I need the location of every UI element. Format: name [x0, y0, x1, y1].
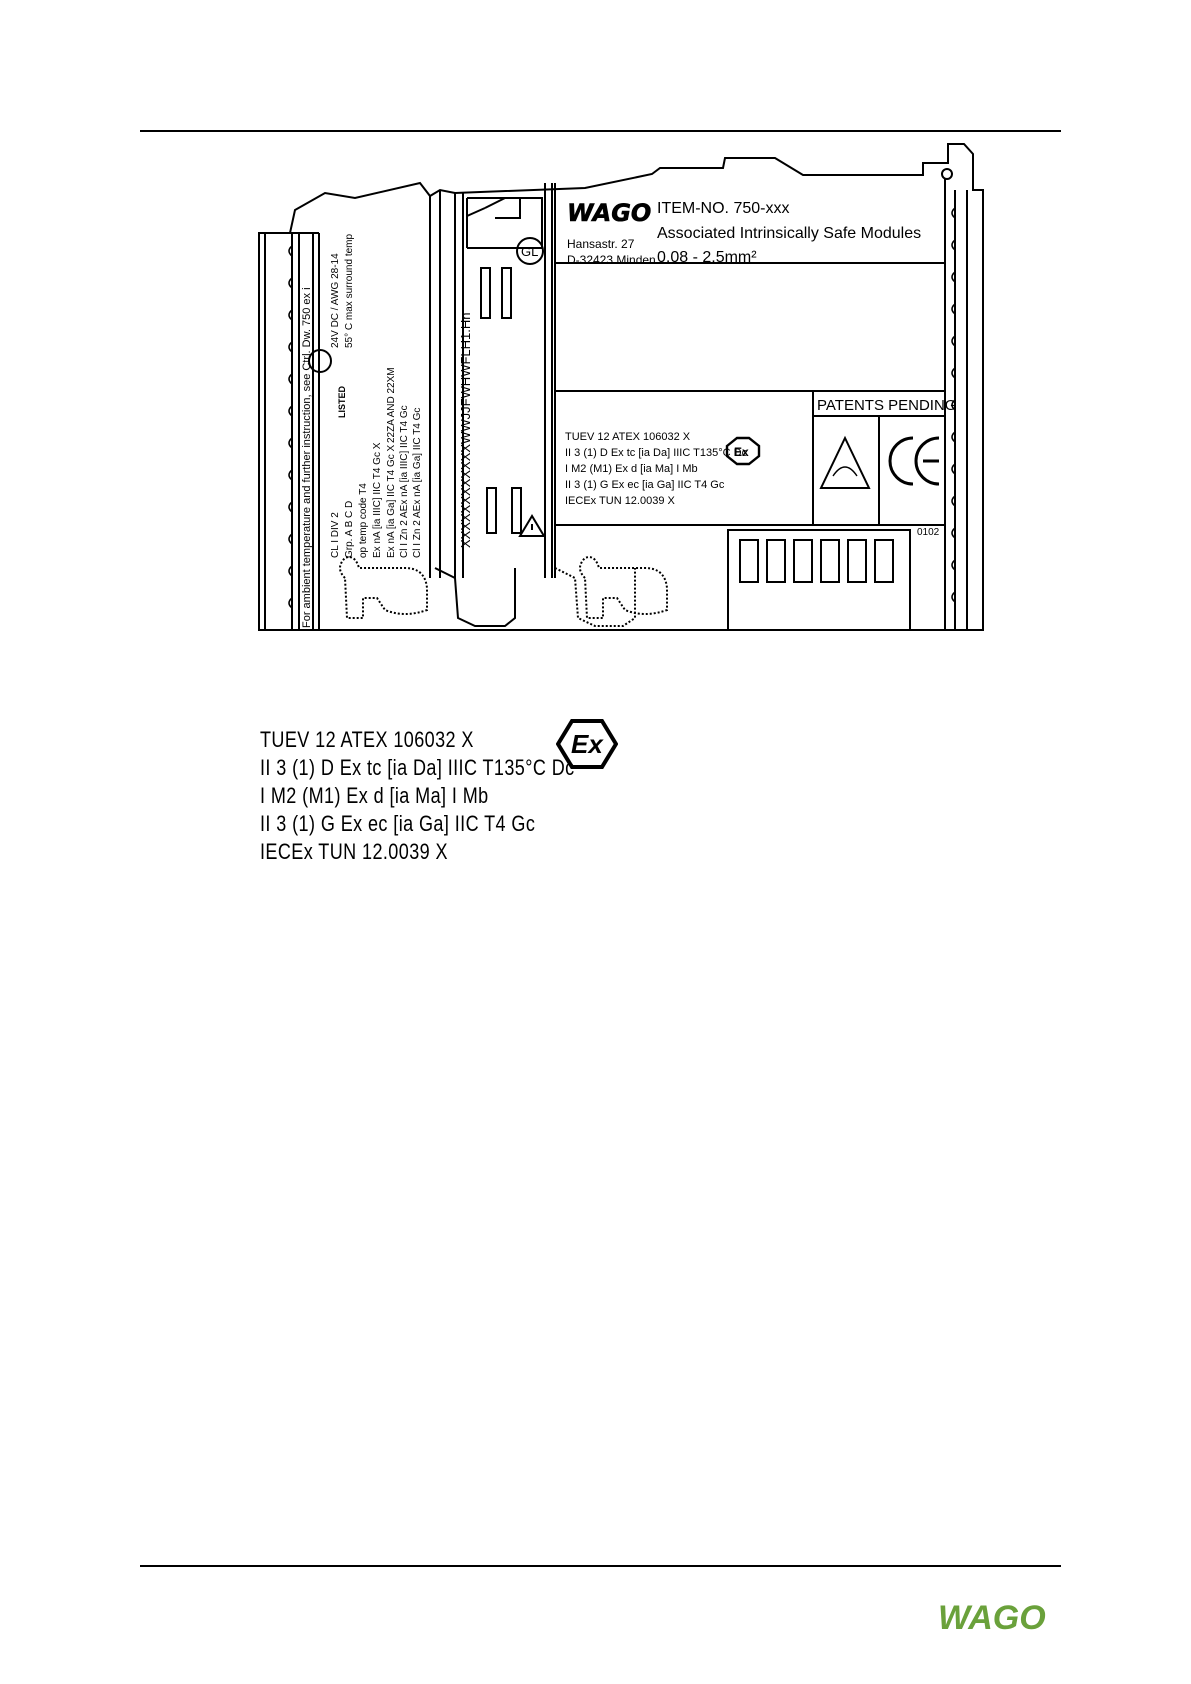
- ex-hexagon-icon: Ex: [556, 719, 618, 769]
- legend-line: I M2 (M1) Ex d [ia Ma] I Mb: [260, 783, 489, 808]
- label-approval-line: II 3 (1) D Ex tc [ia Da] IIIC T135°C Dc: [565, 447, 748, 459]
- label-item-no: ITEM-NO. 750-xxx: [657, 200, 789, 217]
- label-code-number: 0102: [917, 527, 940, 538]
- label-rating-line: 24V DC / AWG 28-14: [330, 253, 341, 348]
- module-label-drawing: WAGO ITEM-NO. 750-xxx Associated Intrins…: [258, 143, 984, 631]
- label-gl-mark: GL: [521, 244, 538, 259]
- label-approval-line: TUEV 12 ATEX 106032 X: [565, 431, 691, 443]
- label-wire-range: 0,08 - 2,5mm²: [657, 249, 757, 266]
- label-left-rotated-block: For ambient temperature and further inst…: [301, 234, 473, 628]
- label-ul-code: 22ZA AND 22XM: [386, 367, 397, 443]
- label-rating-line: 55° C max surround temp: [344, 234, 355, 348]
- label-left-line: Cl I Zn 2 AEx nA [ia IIIC] IIC T4 Gc: [399, 405, 410, 558]
- label-left-line: For ambient temperature and further inst…: [301, 287, 313, 628]
- label-left-line: Ex nA [ia Ga] IIC T4 Gc X: [386, 444, 397, 558]
- footer-rule: [140, 1565, 1061, 1567]
- label-ex-mark-small: Ex: [734, 445, 749, 459]
- label-left-line: Ex nA [ia IIIC] IIC T4 Gc X: [372, 442, 383, 558]
- legend-line: II 3 (1) G Ex ec [ia Ga] IIC T4 Gc: [260, 811, 536, 836]
- wago-logo-text: WAGO: [938, 1599, 1046, 1637]
- label-address-city: D-32423 Minden: [567, 253, 656, 267]
- legend-line: IECEx TUN 12.0039 X: [260, 839, 448, 864]
- approval-legend: TUEV 12 ATEX 106032 X II 3 (1) D Ex tc […: [260, 726, 575, 866]
- label-product: Associated Intrinsically Safe Modules: [657, 225, 921, 242]
- label-address-street: Hansastr. 27: [567, 237, 635, 251]
- label-serial: XXXXXXXXXXXXWWJJFWHWFLH1.Hn: [458, 313, 473, 548]
- label-left-line: op temp code T4: [358, 483, 369, 558]
- label-approval-line: I M2 (M1) Ex d [ia Ma] I Mb: [565, 463, 698, 475]
- header-rule: [140, 130, 1061, 132]
- label-approval-line: II 3 (1) G Ex ec [ia Ga] IIC T4 Gc: [565, 479, 725, 491]
- label-patents: PATENTS PENDING: [817, 397, 956, 414]
- legend-line: TUEV 12 ATEX 106032 X: [260, 727, 474, 752]
- label-left-line: Grp. A B C D: [344, 501, 355, 558]
- label-ul-listed: LISTED: [337, 385, 347, 418]
- label-left-line: CL I DIV 2: [330, 512, 341, 558]
- wago-logo: WAGO: [938, 1599, 1046, 1637]
- label-approval-line: IECEx TUN 12.0039 X: [565, 495, 676, 507]
- label-vendor-logo: WAGO: [567, 199, 651, 227]
- ex-symbol-text: Ex: [571, 729, 604, 759]
- label-approval-block: TUEV 12 ATEX 106032 X II 3 (1) D Ex tc […: [565, 431, 748, 507]
- legend-line: II 3 (1) D Ex tc [ia Da] IIIC T135°C Dc: [260, 755, 575, 780]
- label-left-line: Cl I Zn 2 AEx nA [ia Ga] IIC T4 Gc: [412, 408, 423, 558]
